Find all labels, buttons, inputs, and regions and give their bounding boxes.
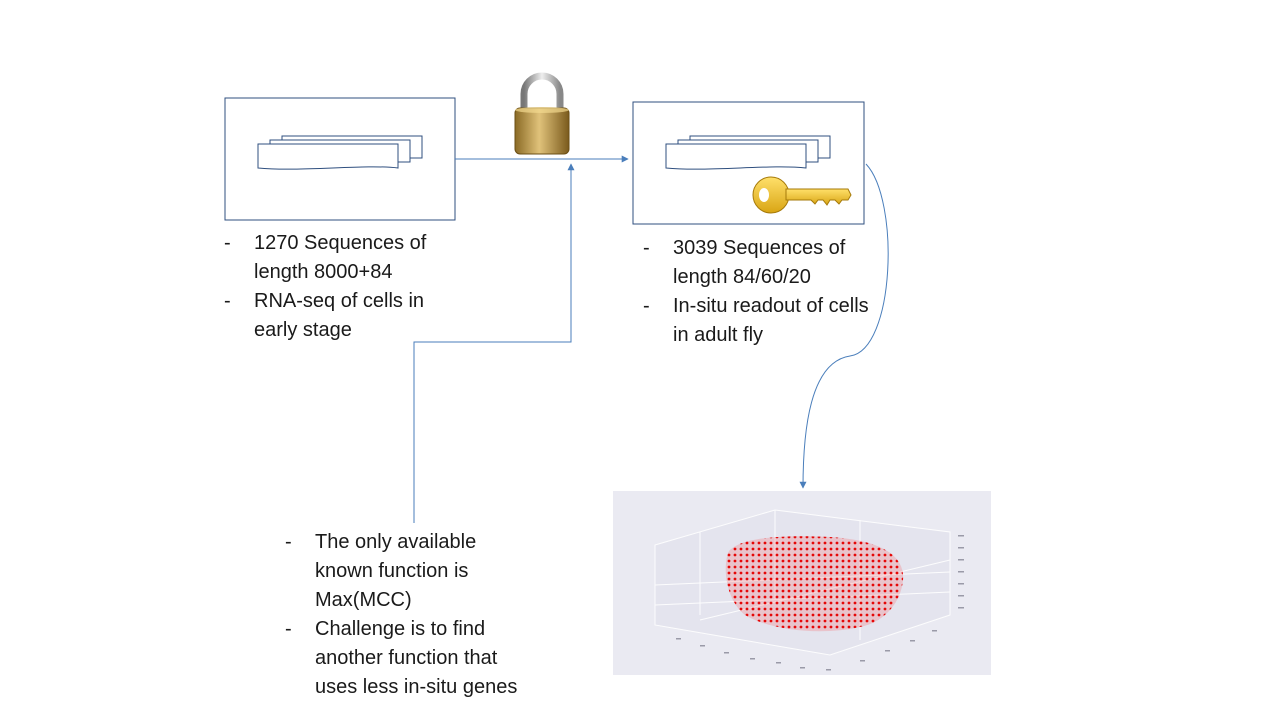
target-to-plot-arrow	[799, 163, 889, 489]
list-item: In-situ readout of cells in adult fly	[643, 292, 873, 350]
list-item: 1270 Sequences of length 8000+84	[224, 229, 454, 287]
source-data-box	[224, 97, 456, 221]
padlock-icon	[514, 72, 570, 155]
source-description-list: 1270 Sequences of length 8000+84 RNA-seq…	[224, 229, 454, 345]
key-icon	[752, 176, 852, 214]
document-stack-icon	[257, 135, 423, 170]
document-stack-icon	[665, 135, 831, 170]
target-data-box	[632, 101, 865, 225]
challenge-to-lock-arrow	[413, 163, 575, 523]
list-item: 3039 Sequences of length 84/60/20	[643, 234, 873, 292]
list-item: RNA-seq of cells in early stage	[224, 287, 454, 345]
challenge-description-list: The only available known function is Max…	[285, 528, 535, 702]
list-item: Challenge is to find another function th…	[285, 615, 535, 702]
scatter-3d-plot-image	[613, 491, 991, 675]
list-item: The only available known function is Max…	[285, 528, 535, 615]
target-description-list: 3039 Sequences of length 84/60/20 In-sit…	[643, 234, 873, 350]
connectors	[413, 155, 889, 523]
